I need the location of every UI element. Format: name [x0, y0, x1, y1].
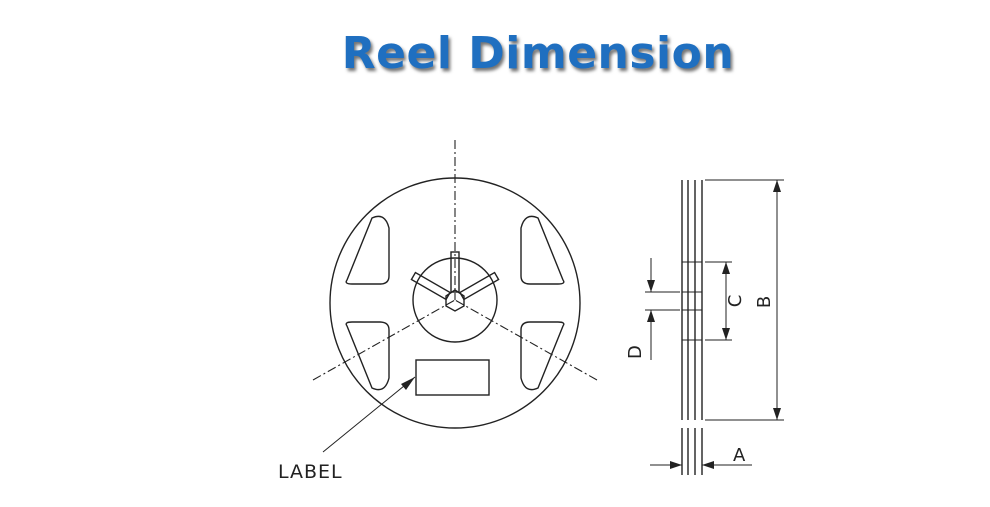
- spoke-left: [410, 271, 452, 301]
- window-bottom-right: [520, 321, 565, 391]
- dimension-a: [650, 461, 752, 469]
- dim-c-label: C: [725, 295, 746, 308]
- spoke-right: [458, 271, 500, 301]
- reel-hub-circle: [412, 257, 498, 343]
- label-callout: LABEL: [278, 461, 343, 483]
- dim-d-label: D: [625, 345, 646, 359]
- window-top-left: [345, 215, 390, 285]
- page-title: Reel Dimension: [341, 28, 735, 79]
- label-leader-arrow: [401, 377, 415, 390]
- window-top-right: [520, 215, 565, 285]
- reel-outer-circle: [329, 177, 581, 429]
- reel-front-view: [312, 140, 598, 453]
- right-centerline: [454, 299, 598, 381]
- center-hub-hex: [445, 289, 465, 312]
- label-leader-line: [322, 376, 416, 453]
- reel-side-view: [681, 180, 703, 475]
- window-bottom-left: [345, 321, 390, 391]
- left-centerline: [312, 299, 456, 381]
- dim-a-label: A: [733, 445, 746, 466]
- dimension-c: [705, 261, 732, 341]
- dim-b-label: B: [754, 296, 775, 308]
- spoke-top: [450, 251, 460, 293]
- label-area: [415, 359, 490, 396]
- dimension-b: [705, 179, 784, 421]
- dimension-d: [645, 258, 680, 360]
